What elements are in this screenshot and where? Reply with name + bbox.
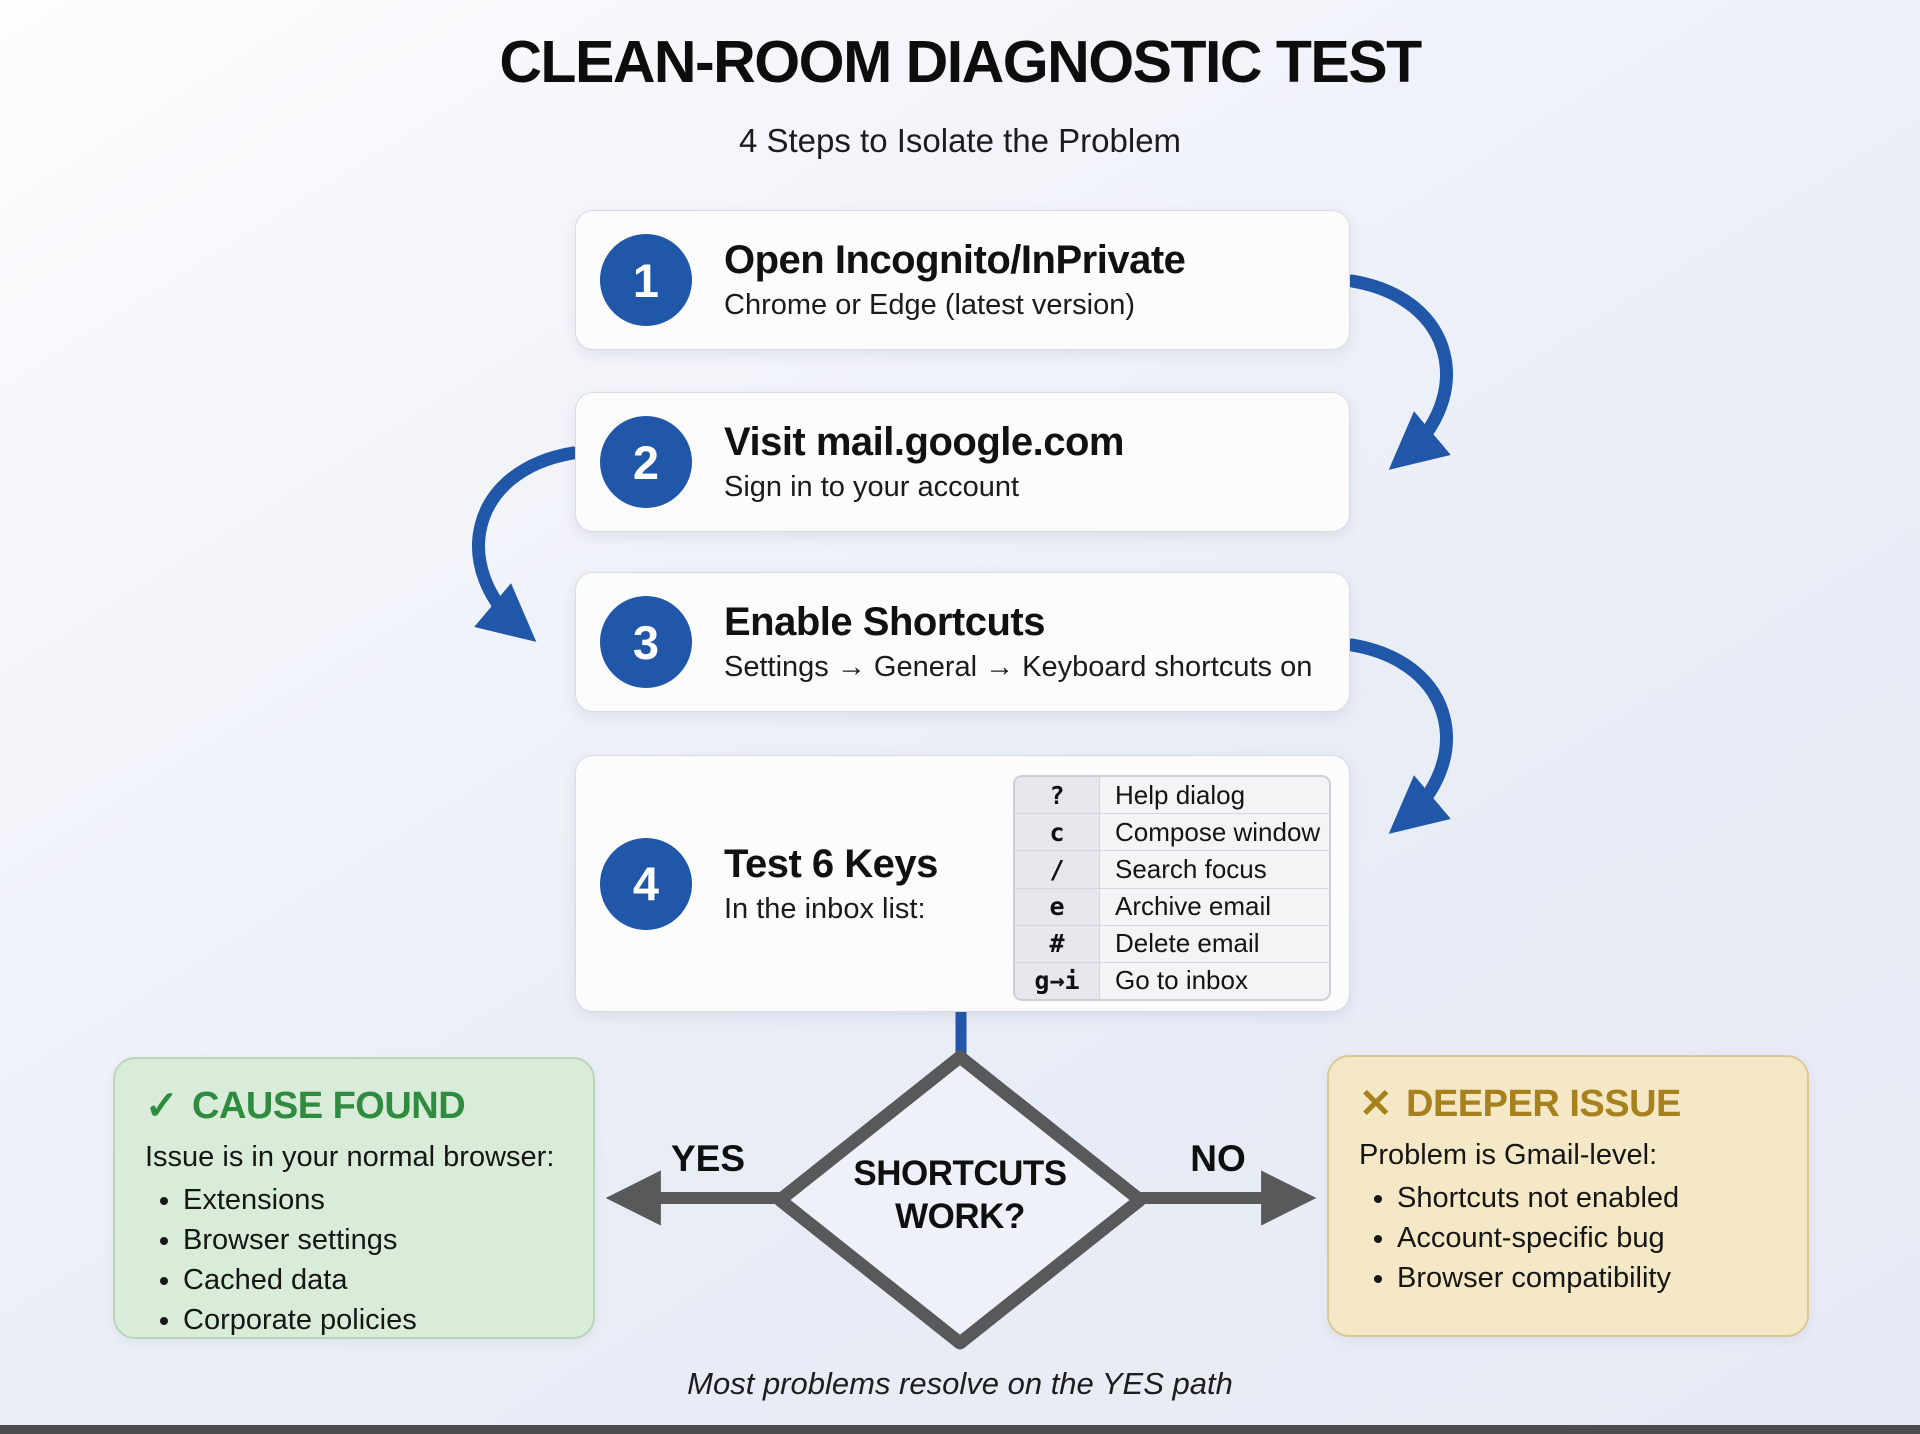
footer-note: Most problems resolve on the YES path <box>687 1366 1233 1401</box>
step-card-2: 2 Visit mail.google.com Sign in to your … <box>575 392 1350 532</box>
yes-label: YES <box>670 1138 746 1179</box>
key-cell: / <box>1015 851 1100 888</box>
bullet-item: Corporate policies <box>183 1302 563 1339</box>
decision-line-1: SHORTCUTS <box>853 1154 1067 1193</box>
step-card-4: 4 Test 6 Keys In the inbox list: ? Help … <box>575 755 1350 1012</box>
key-cell: g→i <box>1015 962 1100 999</box>
step-4-number-badge: 4 <box>600 837 692 930</box>
step-number: 2 <box>632 435 660 489</box>
action-cell: Search focus <box>1115 853 1267 884</box>
step-title: Test 6 Keys <box>724 841 938 886</box>
cause-found-title: CAUSE FOUND <box>192 1084 466 1127</box>
shortcut-row: # Delete email <box>1015 925 1329 963</box>
step-desc: Sign in to your account <box>724 471 1020 504</box>
arrow-step1-to-step2-icon <box>1345 274 1453 470</box>
decision-line-2: WORK? <box>895 1197 1025 1237</box>
step-card-3: 3 Enable Shortcuts Settings → General → … <box>575 572 1350 712</box>
step-number: 4 <box>632 857 660 910</box>
check-icon: ✓ <box>145 1084 179 1128</box>
key-cell: e <box>1015 888 1100 925</box>
key-cell: # <box>1015 925 1100 962</box>
shortcut-key-table: ? Help dialog c Compose window / Search … <box>1013 775 1331 1001</box>
step-card-1: 1 Open Incognito/InPrivate Chrome or Edg… <box>575 210 1350 350</box>
step-1-number-badge: 1 <box>600 234 692 326</box>
decision-label: SHORTCUTS WORK? <box>840 1152 1080 1238</box>
shortcut-row: c Compose window <box>1015 814 1329 852</box>
bullet-item: Shortcuts not enabled <box>1397 1180 1777 1217</box>
shortcut-row: ? Help dialog <box>1015 777 1329 815</box>
shortcut-row: g→i Go to inbox <box>1015 962 1329 999</box>
shortcut-row: / Search focus <box>1015 851 1329 889</box>
arrow-step3-to-step4-icon <box>1345 638 1453 834</box>
bullet-item: Extensions <box>183 1182 563 1219</box>
cause-found-lead: Issue is in your normal browser: <box>145 1141 555 1173</box>
bottom-edge-bar <box>0 1425 1920 1434</box>
deeper-issue-box: ✕ DEEPER ISSUE Problem is Gmail-level: S… <box>1327 1055 1809 1337</box>
page-title: CLEAN-ROOM DIAGNOSTIC TEST <box>499 29 1422 95</box>
action-cell: Help dialog <box>1115 779 1246 810</box>
x-icon: ✕ <box>1359 1082 1393 1126</box>
no-label: NO <box>1190 1138 1246 1179</box>
action-cell: Archive email <box>1115 891 1272 922</box>
step-desc: In the inbox list: <box>724 892 926 925</box>
key-cell: ? <box>1015 777 1100 814</box>
bullet-item: Browser settings <box>183 1222 563 1259</box>
cause-found-box: ✓ CAUSE FOUND Issue is in your normal br… <box>113 1057 595 1339</box>
bullet-item: Browser compatibility <box>1397 1260 1777 1297</box>
arrow-step2-to-step3-icon <box>472 446 580 642</box>
step-title: Enable Shortcuts <box>724 600 1045 645</box>
step-3-number-badge: 3 <box>600 596 692 688</box>
step-desc: Chrome or Edge (latest version) <box>724 289 1135 322</box>
step-number: 3 <box>632 615 660 669</box>
step-desc: Settings → General → Keyboard shortcuts … <box>724 651 1313 684</box>
deeper-issue-title: DEEPER ISSUE <box>1406 1082 1681 1125</box>
action-cell: Delete email <box>1115 928 1260 959</box>
bullet-item: Cached data <box>183 1262 563 1299</box>
shortcut-row: e Archive email <box>1015 888 1329 926</box>
step-title: Visit mail.google.com <box>724 420 1124 465</box>
cause-found-bullets: Extensions Browser settings Cached data … <box>153 1182 563 1339</box>
action-cell: Compose window <box>1115 816 1321 847</box>
bullet-item: Account-specific bug <box>1397 1220 1777 1257</box>
step-2-number-badge: 2 <box>600 416 692 508</box>
deeper-issue-bullets: Shortcuts not enabled Account-specific b… <box>1367 1180 1777 1297</box>
step-title: Open Incognito/InPrivate <box>724 238 1186 283</box>
page-subtitle: 4 Steps to Isolate the Problem <box>738 122 1182 159</box>
step-number: 1 <box>632 253 660 307</box>
key-cell: c <box>1015 814 1100 851</box>
action-cell: Go to inbox <box>1115 965 1248 996</box>
deeper-issue-lead: Problem is Gmail-level: <box>1359 1139 1658 1171</box>
